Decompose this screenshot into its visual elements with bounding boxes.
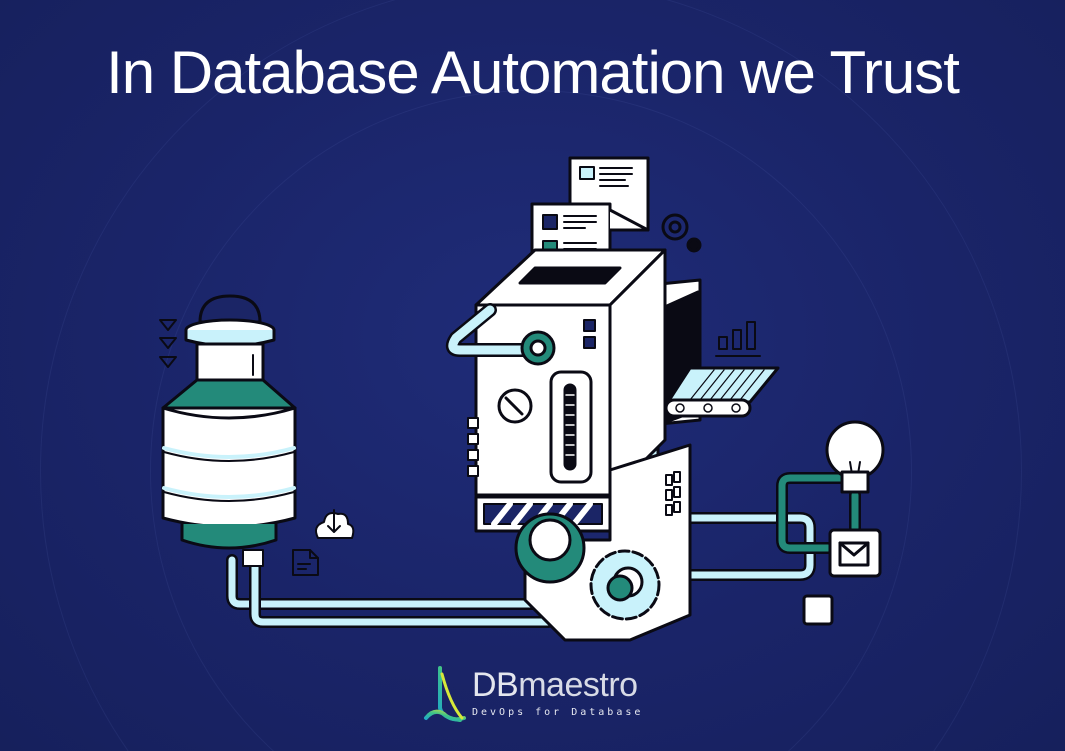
database-cylinder xyxy=(161,294,297,567)
logo-name: DBmaestro xyxy=(472,666,638,705)
logo-name-suffix: maestro xyxy=(518,666,638,704)
logo-mark-icon xyxy=(424,666,466,722)
light-bulb-icon xyxy=(825,420,885,494)
logo-tagline: DevOps for Database xyxy=(472,707,644,718)
triangle-markers xyxy=(159,319,177,368)
cloud-download-icon xyxy=(315,509,355,539)
document-icon xyxy=(292,549,319,576)
conveyor-belt xyxy=(664,366,780,418)
automation-machine xyxy=(445,248,702,642)
envelope-icon xyxy=(828,528,882,578)
pipes xyxy=(226,472,861,628)
logo-name-prefix: DB xyxy=(472,666,519,704)
gears-icon xyxy=(661,213,702,253)
bar-chart-icon xyxy=(715,321,761,357)
small-cube xyxy=(802,594,834,626)
page-title: In Database Automation we Trust xyxy=(106,39,960,106)
dbmaestro-logo: DBmaestro DevOps for Database xyxy=(420,660,660,730)
